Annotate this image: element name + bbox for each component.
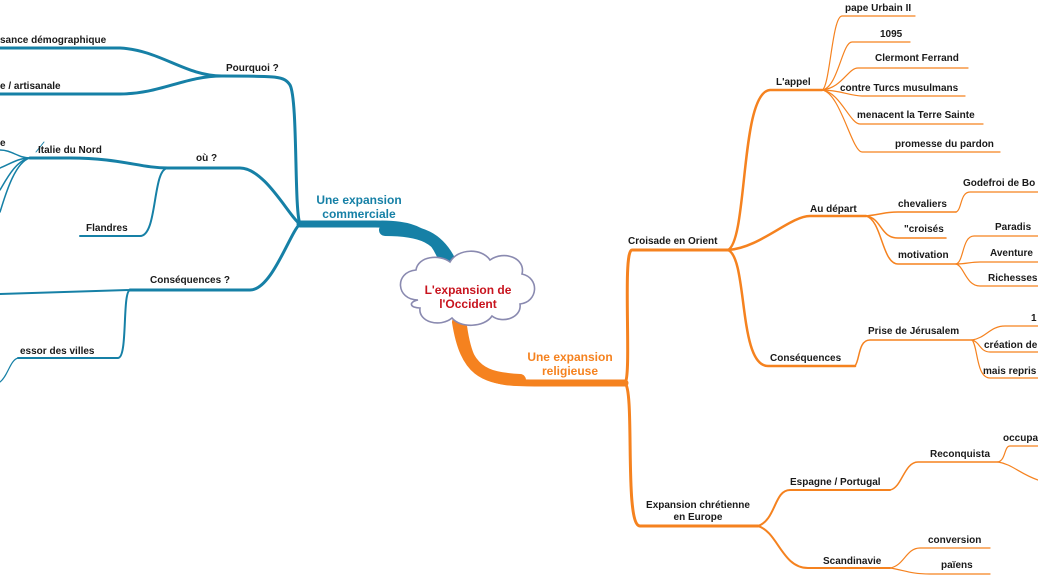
node-conversion[interactable]: conversion	[928, 535, 982, 546]
right-branches	[452, 15, 1038, 575]
node-expansion-chretienne-line2: en Europe	[673, 512, 723, 523]
topic-commerciale-line2: commerciale	[322, 207, 396, 221]
node-mais-repris[interactable]: mais repris	[983, 366, 1037, 377]
node-scandinavie[interactable]: Scandinavie	[823, 556, 882, 567]
node-artisanale[interactable]: e / artisanale	[0, 81, 61, 92]
node-pourquoi[interactable]: Pourquoi ?	[226, 63, 279, 74]
center-cloud	[399, 250, 536, 327]
node-pape-urbain[interactable]: pape Urbain II	[845, 3, 912, 14]
node-godefroi[interactable]: Godefroi de Bo	[963, 178, 1036, 189]
node-croisade-en-orient[interactable]: Croisade en Orient	[628, 236, 718, 247]
node-aventure[interactable]: Aventure	[990, 248, 1033, 259]
topic-religieuse-line1: Une expansion	[527, 350, 613, 364]
node-terre-sainte[interactable]: menacent la Terre Sainte	[857, 110, 975, 121]
center-topic-line1: L'expansion de	[424, 283, 512, 297]
node-expansion-chretienne-line1: Expansion chrétienne	[646, 500, 750, 511]
node-chevaliers[interactable]: chevaliers	[898, 199, 947, 210]
node-contre-turcs[interactable]: contre Turcs musulmans	[840, 83, 959, 94]
node-occupa[interactable]: occupa	[1003, 433, 1038, 444]
node-richesses[interactable]: Richesses	[988, 273, 1038, 284]
node-1095[interactable]: 1095	[880, 29, 903, 40]
node-expansion-chretienne[interactable]: Expansion chrétienne en Europe	[642, 500, 754, 524]
node-motivation[interactable]: motivation	[898, 250, 949, 261]
node-paiens[interactable]: païens	[941, 560, 973, 571]
topic-religieuse-line2: religieuse	[541, 364, 599, 378]
node-croises[interactable]: "croisés	[904, 224, 944, 235]
node-italie-du-nord[interactable]: Italie du Nord	[38, 145, 102, 156]
node-croissance[interactable]: sance démographique	[0, 35, 107, 46]
node-espagne-portugal[interactable]: Espagne / Portugal	[790, 477, 881, 488]
node-au-depart[interactable]: Au départ	[810, 204, 857, 215]
node-paradis[interactable]: Paradis	[995, 222, 1032, 233]
topic-commerciale-line1: Une expansion	[316, 193, 402, 207]
node-flandres[interactable]: Flandres	[86, 223, 128, 234]
left-branches	[0, 46, 459, 383]
center-topic[interactable]: L'expansion de l'Occident	[404, 283, 532, 311]
node-consequences-left[interactable]: Conséquences ?	[150, 275, 231, 286]
node-1099[interactable]: 1	[1031, 313, 1037, 324]
node-italie-fragment[interactable]: e	[0, 138, 6, 149]
node-clermont-ferrand[interactable]: Clermont Ferrand	[875, 53, 959, 64]
node-ou[interactable]: où ?	[196, 153, 218, 164]
node-prise-jerusalem[interactable]: Prise de Jérusalem	[868, 326, 960, 337]
node-essor-des-villes[interactable]: essor des villes	[20, 346, 95, 357]
node-consequences-right[interactable]: Conséquences	[770, 353, 842, 364]
topic-religieuse[interactable]: Une expansion religieuse	[508, 350, 632, 378]
node-reconquista[interactable]: Reconquista	[930, 449, 991, 460]
node-appel[interactable]: L'appel	[776, 77, 811, 88]
node-promesse-pardon[interactable]: promesse du pardon	[895, 139, 994, 150]
center-topic-line2: l'Occident	[439, 297, 497, 311]
topic-commerciale[interactable]: Une expansion commerciale	[300, 193, 418, 221]
node-creation[interactable]: création de	[984, 340, 1038, 351]
